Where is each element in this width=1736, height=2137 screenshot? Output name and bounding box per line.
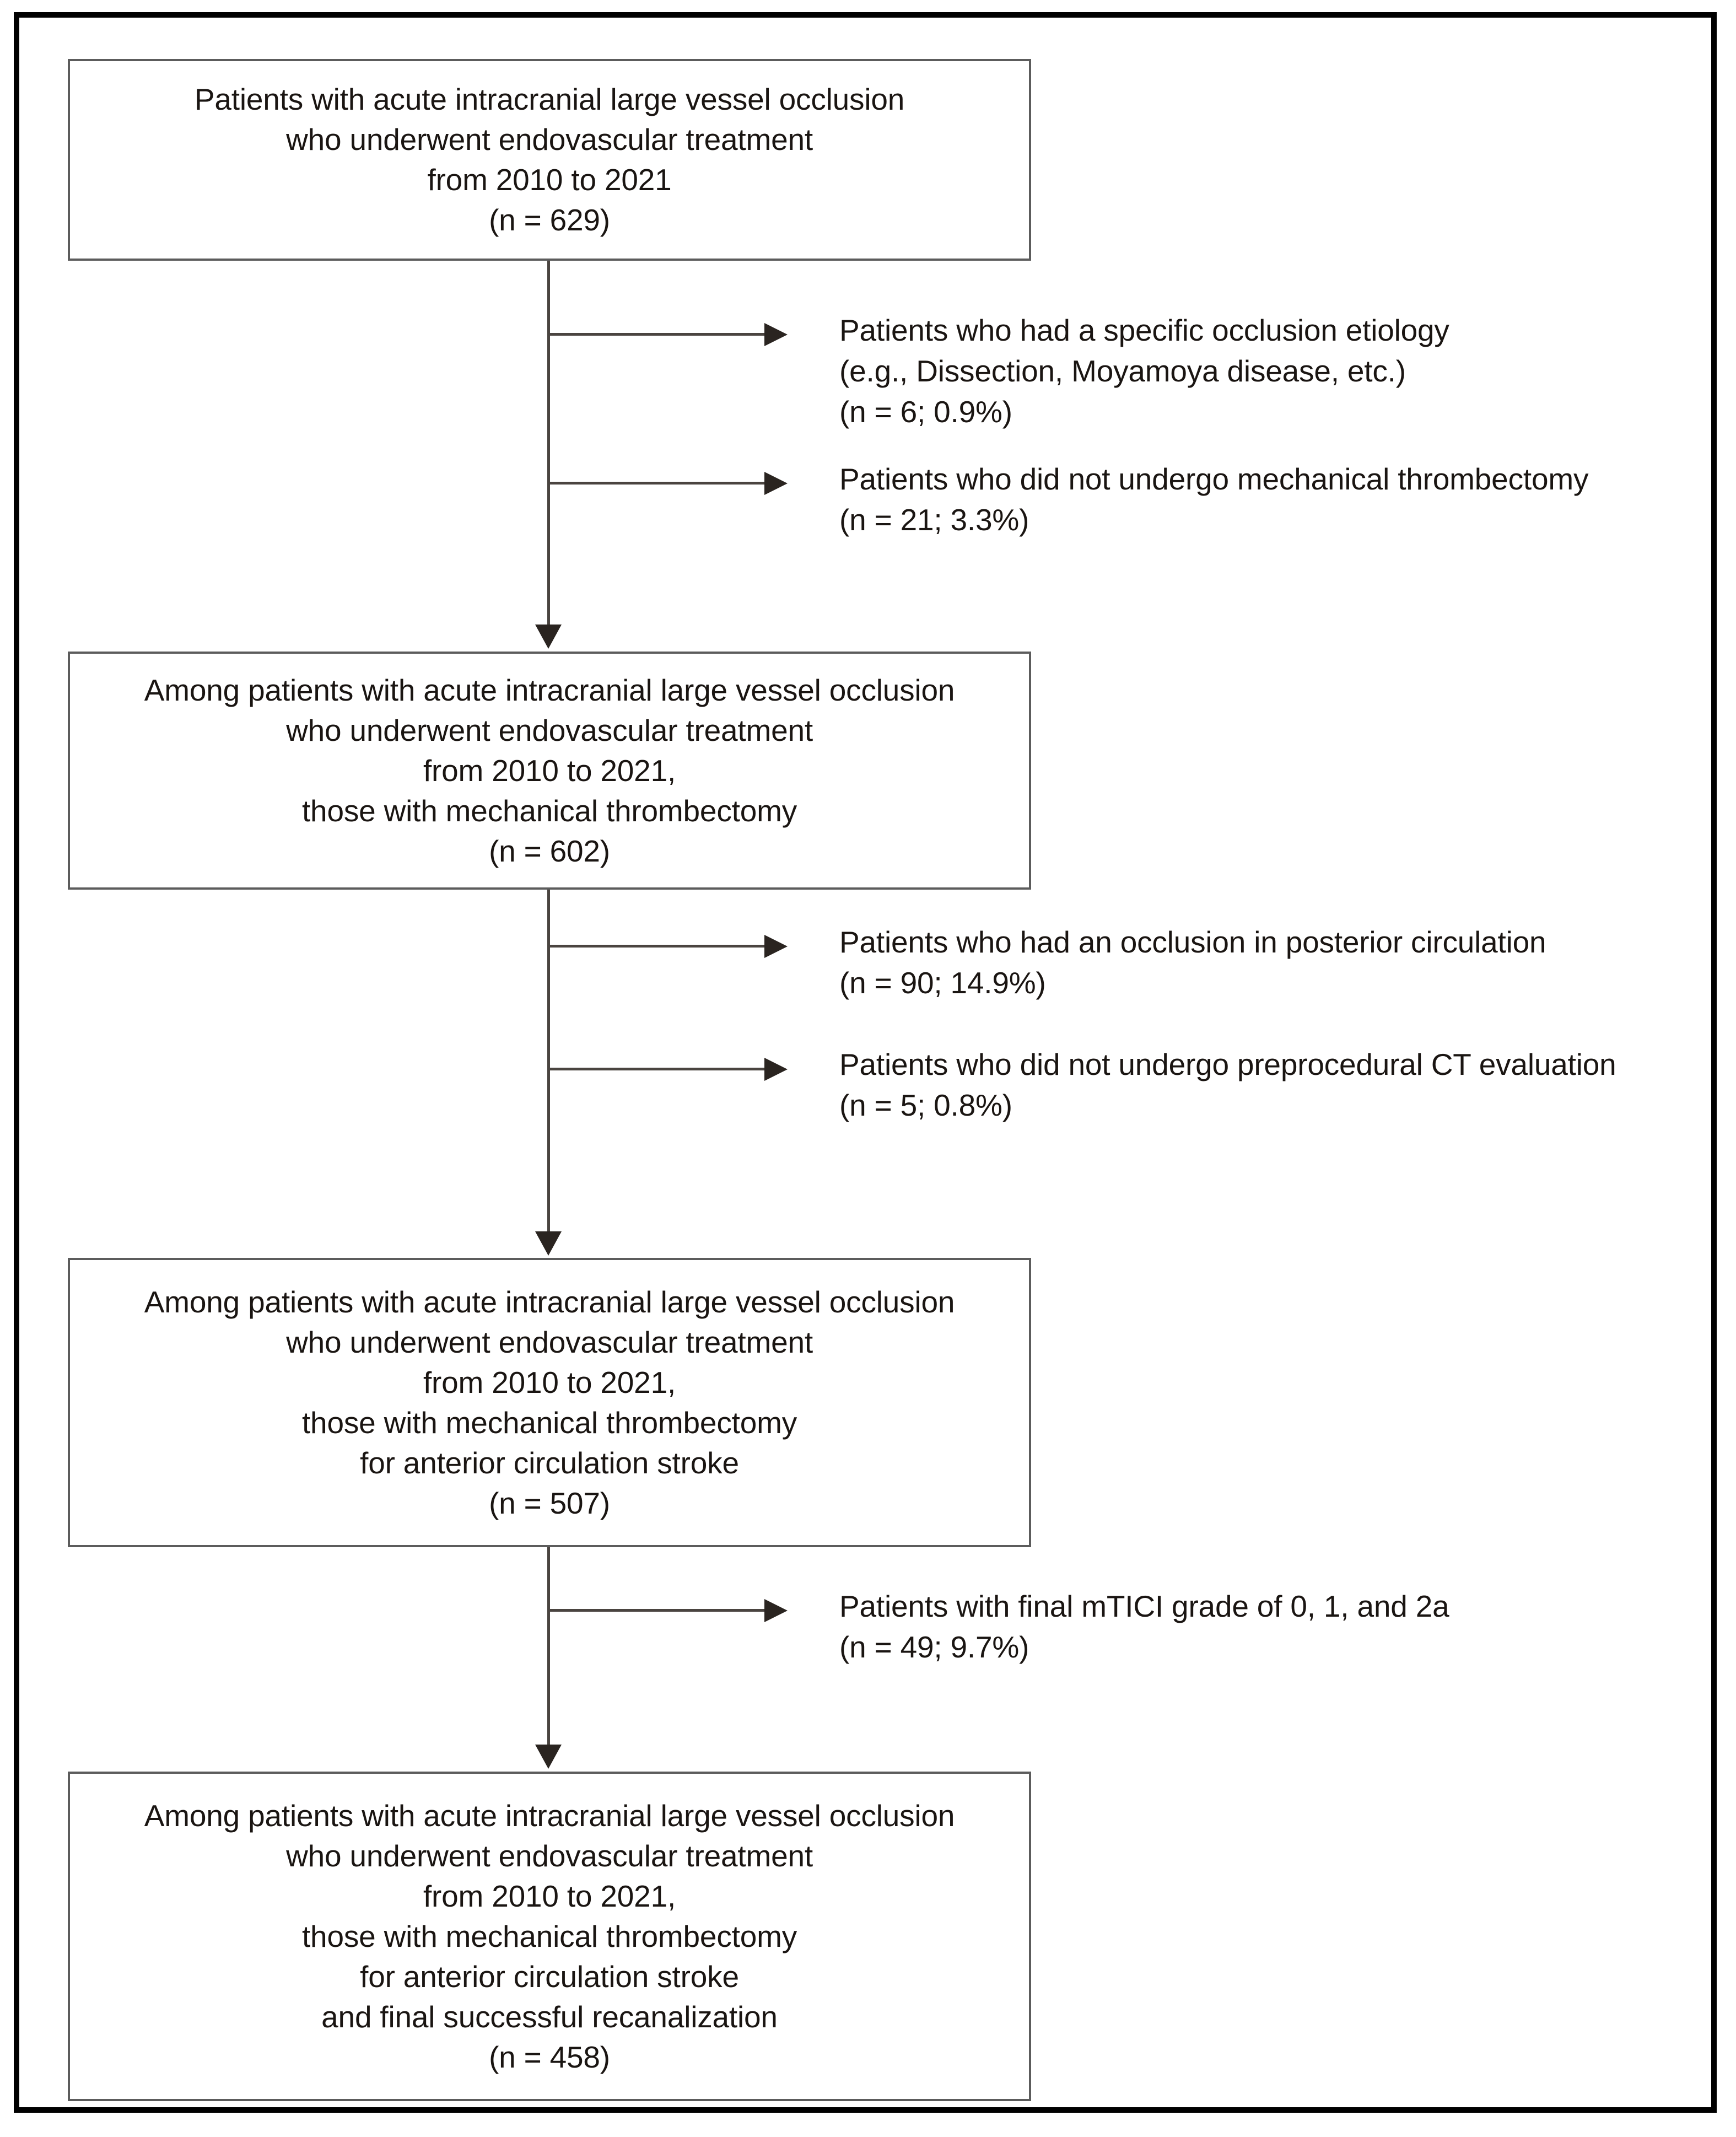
box-2-line-2: who underwent endovascular treatment bbox=[286, 713, 813, 747]
exclusion-branch-line-3 bbox=[547, 945, 768, 948]
exclusion-branch-line-5 bbox=[547, 1609, 768, 1612]
exclusion-1-line-1: Patients who had a specific occlusion et… bbox=[839, 313, 1449, 347]
arrow-right-icon bbox=[764, 1058, 788, 1081]
box-2-count: (n = 602) bbox=[489, 833, 610, 868]
box-4-line-2: who underwent endovascular treatment bbox=[286, 1838, 813, 1873]
exclusion-low-mtici-grade: Patients with final mTICI grade of 0, 1,… bbox=[839, 1586, 1721, 1667]
exclusion-no-preprocedural-ct: Patients who did not undergo preprocedur… bbox=[839, 1044, 1721, 1126]
box-2-line-1: Among patients with acute intracranial l… bbox=[144, 672, 955, 707]
anterior-circulation-cohort-box: Among patients with acute intracranial l… bbox=[68, 1258, 1031, 1547]
arrow-down-icon bbox=[535, 1745, 562, 1769]
exclusion-3-line-1: Patients who had an occlusion in posteri… bbox=[839, 925, 1546, 959]
arrow-right-icon bbox=[764, 323, 788, 346]
exclusion-1-line-2: (e.g., Dissection, Moyamoya disease, etc… bbox=[839, 354, 1406, 388]
box-1-line-3: from 2010 to 2021 bbox=[427, 163, 672, 197]
arrow-right-icon bbox=[764, 472, 788, 495]
box-1-line-2: who underwent endovascular treatment bbox=[286, 122, 813, 157]
box-4-line-4: those with mechanical thrombectomy bbox=[301, 1919, 797, 1953]
box-2-line-4: those with mechanical thrombectomy bbox=[301, 793, 797, 828]
connector-line-box2-to-box3 bbox=[547, 890, 550, 1231]
exclusion-2-line-1: Patients who did not undergo mechanical … bbox=[839, 462, 1589, 496]
exclusion-5-count: (n = 49; 9.7%) bbox=[839, 1630, 1029, 1664]
box-2-line-3: from 2010 to 2021, bbox=[423, 753, 676, 788]
box-3-line-5: for anterior circulation stroke bbox=[360, 1445, 739, 1480]
box-3-line-2: who underwent endovascular treatment bbox=[286, 1325, 813, 1359]
box-3-count: (n = 507) bbox=[489, 1485, 610, 1520]
arrow-right-icon bbox=[764, 1599, 788, 1622]
exclusion-specific-etiology: Patients who had a specific occlusion et… bbox=[839, 310, 1721, 432]
box-1-line-1: Patients with acute intracranial large v… bbox=[194, 82, 905, 116]
box-4-line-6: and final successful recanalization bbox=[321, 1999, 778, 2034]
connector-line-box1-to-box2 bbox=[547, 261, 550, 625]
mechanical-thrombectomy-cohort-box: Among patients with acute intracranial l… bbox=[68, 652, 1031, 890]
initial-cohort-box: Patients with acute intracranial large v… bbox=[68, 59, 1031, 261]
exclusion-branch-line-4 bbox=[547, 1068, 768, 1070]
exclusion-5-line-1: Patients with final mTICI grade of 0, 1,… bbox=[839, 1589, 1449, 1623]
exclusion-3-count: (n = 90; 14.9%) bbox=[839, 966, 1046, 1000]
connector-line-box3-to-box4 bbox=[547, 1547, 550, 1745]
exclusion-no-mechanical-thrombectomy: Patients who did not undergo mechanical … bbox=[839, 459, 1721, 540]
box-4-line-1: Among patients with acute intracranial l… bbox=[144, 1798, 955, 1833]
exclusion-1-count: (n = 6; 0.9%) bbox=[839, 395, 1012, 429]
box-4-line-5: for anterior circulation stroke bbox=[360, 1959, 739, 1994]
exclusion-branch-line-1 bbox=[547, 333, 768, 336]
box-4-count: (n = 458) bbox=[489, 2039, 610, 2074]
figure-outer-frame: Patients with acute intracranial large v… bbox=[14, 12, 1717, 2113]
box-1-count: (n = 629) bbox=[489, 203, 610, 237]
exclusion-4-line-1: Patients who did not undergo preprocedur… bbox=[839, 1047, 1616, 1081]
exclusion-2-count: (n = 21; 3.3%) bbox=[839, 503, 1029, 537]
box-4-line-3: from 2010 to 2021, bbox=[423, 1878, 676, 1913]
box-3-line-3: from 2010 to 2021, bbox=[423, 1365, 676, 1399]
box-3-line-4: those with mechanical thrombectomy bbox=[301, 1405, 797, 1440]
arrow-down-icon bbox=[535, 1231, 562, 1256]
arrow-right-icon bbox=[764, 935, 788, 958]
exclusion-branch-line-2 bbox=[547, 482, 768, 485]
exclusion-posterior-circulation: Patients who had an occlusion in posteri… bbox=[839, 922, 1721, 1003]
final-cohort-box: Among patients with acute intracranial l… bbox=[68, 1772, 1031, 2101]
box-3-line-1: Among patients with acute intracranial l… bbox=[144, 1284, 955, 1319]
arrow-down-icon bbox=[535, 625, 562, 649]
exclusion-4-count: (n = 5; 0.8%) bbox=[839, 1088, 1012, 1122]
